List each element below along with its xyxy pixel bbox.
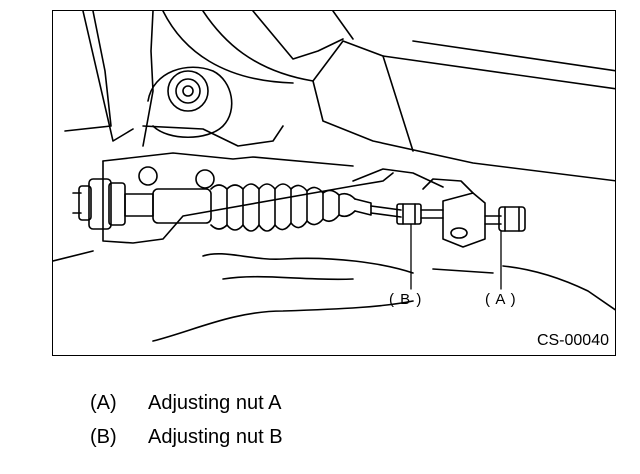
legend-key-a: (A): [90, 391, 117, 414]
callout-b: ( B ): [389, 291, 423, 308]
adjusting-nut-a: [498, 206, 526, 232]
figure-id: CS-00040: [536, 332, 609, 349]
leader-lines: [410, 223, 502, 290]
legend-text-b: Adjusting nut B: [148, 425, 283, 448]
rubber-boot: [210, 183, 372, 232]
cable-end-fitting: [72, 178, 212, 230]
lower-body-outline: [53, 250, 615, 342]
cable-rod-assembly: [352, 168, 526, 248]
mount-bracket: [147, 66, 233, 139]
legend-text-a: Adjusting nut A: [148, 391, 282, 414]
callout-a: ( A ): [485, 291, 517, 308]
vehicle-body-outline: [64, 11, 615, 182]
illustration-frame: ( B ) ( A ) CS-00040: [52, 10, 616, 356]
legend-item-a: (A) Adjusting nut A: [90, 386, 283, 420]
legend-item-b: (B) Adjusting nut B: [90, 420, 283, 454]
clutch-cable-illustration: [53, 11, 615, 342]
clevis-fork: [442, 192, 486, 248]
legend: (A) Adjusting nut A (B) Adjusting nut B: [90, 386, 283, 454]
adjusting-nut-b: [396, 203, 422, 225]
legend-key-b: (B): [90, 425, 117, 448]
cable-bracket: [102, 152, 394, 244]
